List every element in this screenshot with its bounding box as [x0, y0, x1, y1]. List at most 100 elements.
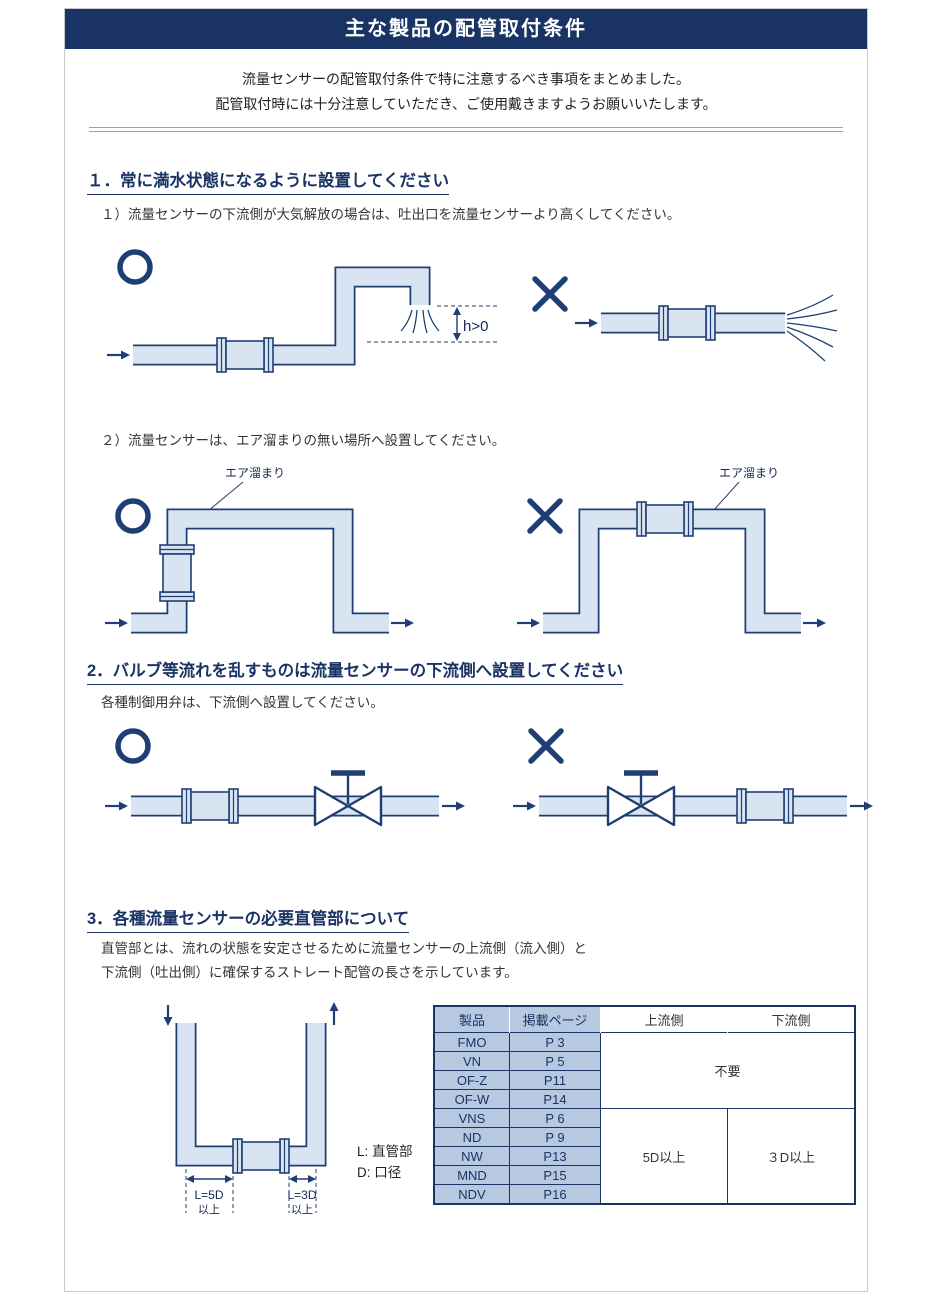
intro-line-2: 配管取付時には十分注意していただき、ご使用戴きますようお願いいたします。: [215, 96, 717, 112]
section2-heading: 2．バルブ等流れを乱すものは流量センサーの下流側へ設置してください: [87, 657, 624, 685]
valve-icon: [608, 773, 674, 825]
height-dimension-arrow: [453, 307, 461, 341]
section3-heading: 3．各種流量センサーの必要直管部について: [87, 905, 410, 933]
product-cell: ND: [433, 1127, 510, 1147]
product-cell: VNS: [433, 1108, 510, 1128]
dimension-legend: L: 直管部 D: 口径: [357, 1141, 413, 1183]
intro-line-1: 流量センサーの配管取付条件で特に注意するべき事項をまとめました。: [242, 71, 690, 87]
table-row: FMO P 3 不要: [433, 1032, 856, 1109]
downstream-requirement-cell: ３D以上: [727, 1108, 856, 1205]
valve-icon: [315, 773, 381, 825]
page-cell: P 5: [509, 1051, 601, 1071]
label-leader-line: [207, 481, 244, 512]
ok-mark-icon: [115, 728, 151, 764]
page-cell: P11: [509, 1070, 601, 1090]
flow-in-arrow-icon: [105, 617, 130, 629]
product-cell: FMO: [433, 1032, 510, 1052]
diagram-ng-air-pocket: エア溜まり: [517, 465, 827, 634]
flow-out-arrow-icon: [440, 800, 467, 812]
flow-out-arrow-icon: [389, 617, 415, 629]
col-header-downstream: 下流側: [727, 1006, 855, 1033]
double-rule-divider: [89, 127, 843, 132]
diagram-ng-valve-upstream: [513, 728, 875, 846]
flow-in-arrow-icon: [573, 317, 600, 329]
downstream-dimension-arrow: [289, 1175, 316, 1183]
product-cell: VN: [433, 1051, 510, 1071]
col-header-page: 掲載ページ: [509, 1006, 601, 1033]
flow-out-arrow-icon: [848, 800, 875, 812]
section3-note: 直管部とは、流れの状態を安定させるために流量センサーの上流側（流入側）と 下流側…: [101, 937, 587, 985]
page-cell: P16: [509, 1184, 601, 1205]
ng-mark-icon: [532, 276, 568, 312]
table-row: MND P15: [433, 1165, 855, 1185]
col-header-product: 製品: [434, 1006, 510, 1033]
air-pocket-label: エア溜まり: [225, 465, 285, 480]
diagram-ok-elevated-outlet: h>0: [105, 249, 497, 373]
section3-note-line1: 直管部とは、流れの状態を安定させるために流量センサーの上流側（流入側）と: [101, 941, 587, 956]
ng-mark-icon: [527, 498, 563, 534]
page-cell: P13: [509, 1146, 601, 1166]
diagram-straight-run: L=5D 以上 L=3D 以上: [163, 1002, 339, 1216]
flow-sensor-icon: [658, 305, 716, 341]
col-header-upstream: 上流側: [600, 1006, 728, 1033]
table-row: OF-W P14: [433, 1089, 855, 1109]
table-row: VN P 5: [433, 1051, 855, 1071]
table-row: VNS P 6 5D以上 ３D以上: [433, 1108, 856, 1205]
flow-in-arrow-icon: [513, 800, 538, 812]
page-cell: P 6: [509, 1108, 601, 1128]
ok-mark-icon: [117, 249, 153, 285]
product-cell: NW: [433, 1146, 510, 1166]
dim-left-label: L=5D: [194, 1188, 223, 1202]
product-cell: OF-W: [433, 1089, 510, 1109]
table-row: OF-Z P11: [433, 1070, 855, 1090]
flow-sensor-icon: [216, 337, 274, 373]
flow-sensor-icon: [159, 544, 195, 602]
table-row: NDV P16: [433, 1184, 855, 1205]
air-pocket-label: エア溜まり: [719, 465, 779, 480]
not-required-cell: 不要: [600, 1032, 856, 1109]
diagram-ok-no-air-pocket: エア溜まり: [105, 465, 415, 634]
intro-text: 流量センサーの配管取付条件で特に注意するべき事項をまとめました。 配管取付時には…: [65, 67, 867, 117]
flow-sensor-icon: [736, 788, 794, 824]
upstream-dimension-arrow: [186, 1175, 233, 1183]
water-spray-icon: [400, 309, 440, 334]
flow-up-arrow-icon: [329, 1002, 339, 1025]
flow-in-arrow-icon: [105, 800, 130, 812]
upstream-requirement-cell: 5D以上: [600, 1108, 728, 1205]
page-cell: P 3: [509, 1032, 601, 1052]
flow-sensor-icon: [232, 1138, 290, 1174]
section1-heading: １．常に満水状態になるように設置してください: [87, 167, 450, 195]
flow-sensor-icon: [636, 501, 694, 537]
pipe: [131, 508, 389, 634]
legend-l: L: 直管部: [357, 1144, 413, 1159]
section3-note-line2: 下流側（吐出側）に確保するストレート配管の長さを示しています。: [101, 965, 518, 980]
page-cell: P15: [509, 1165, 601, 1185]
pipe: [543, 508, 801, 634]
section1-item1: １）流量センサーの下流側が大気解放の場合は、吐出口を流量センサーより高くしてくだ…: [101, 207, 681, 222]
table-row: ND P 9: [433, 1127, 855, 1147]
dim-right-sub: 以上: [291, 1203, 313, 1216]
legend-d: D: 口径: [357, 1165, 402, 1180]
ng-mark-icon: [528, 728, 564, 764]
flow-in-arrow-icon: [517, 617, 542, 629]
ok-mark-icon: [115, 498, 151, 534]
flow-down-arrow-icon: [163, 1005, 173, 1026]
dim-left-sub: 以上: [198, 1203, 220, 1216]
product-cell: MND: [433, 1165, 510, 1185]
page-title: 主な製品の配管取付条件: [65, 9, 867, 49]
product-cell: OF-Z: [433, 1070, 510, 1090]
diagram-ok-valve-downstream: [105, 728, 467, 846]
dim-right-label: L=3D: [287, 1188, 316, 1202]
water-spray-icon: [786, 294, 838, 362]
table-header-row: 製品 掲載ページ 上流側 下流側: [434, 1006, 855, 1033]
product-cell: NDV: [433, 1184, 510, 1205]
section1-item2: ２）流量センサーは、エア溜まりの無い場所へ設置してください。: [101, 433, 506, 448]
label-leader-line: [712, 481, 740, 512]
content-frame: 主な製品の配管取付条件 流量センサーの配管取付条件で特に注意するべき事項をまとめ…: [64, 8, 875, 1292]
pipe: [133, 266, 431, 366]
h-label: h>0: [463, 318, 488, 335]
flow-sensor-icon: [181, 788, 239, 824]
diagram-ng-open-end: [532, 276, 838, 362]
page-cell: P 9: [509, 1127, 601, 1147]
